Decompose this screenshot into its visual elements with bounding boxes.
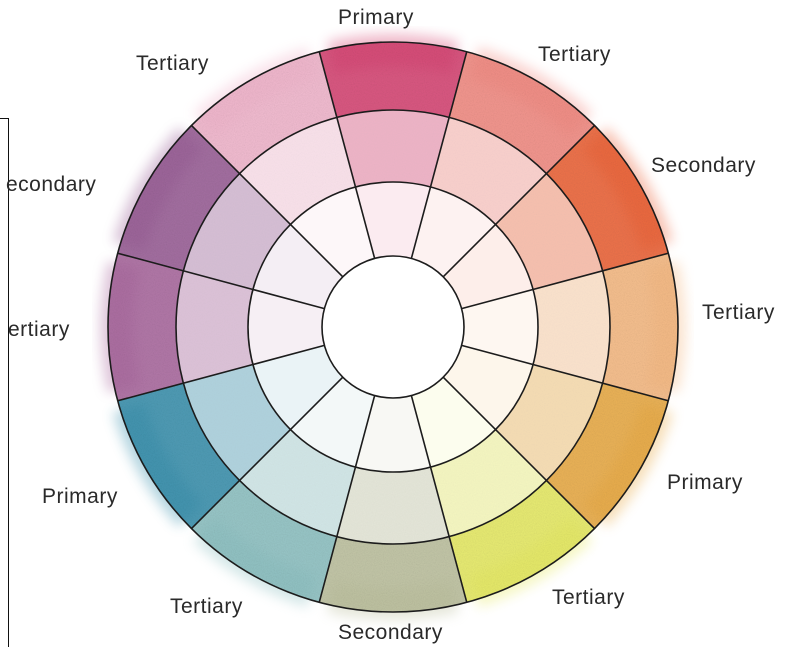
label-right: Tertiary xyxy=(702,302,775,323)
label-bottom: Secondary xyxy=(338,622,443,643)
middle-segment-0 xyxy=(337,110,449,187)
label-top: Primary xyxy=(338,7,414,28)
middle-segment-9 xyxy=(176,271,253,383)
label-bottom-left: Tertiary xyxy=(170,596,243,617)
label-left-lower: Primary xyxy=(42,486,118,507)
label-top-left: Tertiary xyxy=(136,53,209,74)
label-bottom-right: Tertiary xyxy=(552,587,625,608)
label-right-lower: Primary xyxy=(667,472,743,493)
center-circle xyxy=(322,256,464,398)
label-left: ertiary xyxy=(8,319,70,340)
label-left-upper: econdary xyxy=(6,174,96,195)
middle-segment-6 xyxy=(337,467,449,544)
outer-segment-6 xyxy=(319,537,467,612)
outer-segment-3 xyxy=(603,253,678,401)
label-top-right: Tertiary xyxy=(538,44,611,65)
outer-segment-0 xyxy=(319,42,467,117)
label-right-upper: Secondary xyxy=(651,155,756,176)
middle-segment-3 xyxy=(533,271,610,383)
outer-segment-9 xyxy=(108,253,183,401)
